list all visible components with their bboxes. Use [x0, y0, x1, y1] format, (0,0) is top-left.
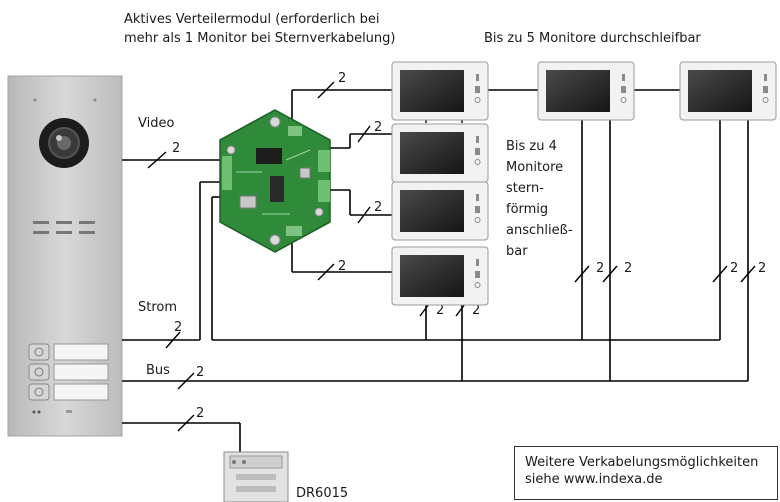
cabling-note-line2: siehe www.indexa.de: [525, 472, 663, 487]
strom-wire-count: 2: [174, 320, 182, 335]
cabling-note-line1: Weitere Verkabelungsmöglichkeiten: [525, 455, 759, 470]
monitors: [391, 61, 777, 306]
call-buttons: [28, 343, 109, 401]
power-supply-label: DR6015: [296, 486, 348, 501]
bus-wire-count: 2: [196, 365, 204, 380]
star-caption-line: bar: [506, 244, 528, 259]
star-caption-line: Bis zu 4: [506, 139, 557, 154]
strom-label: Strom: [138, 300, 177, 315]
monitor2-wire-count: 2: [374, 120, 382, 135]
m6-drop2-wire-count: 2: [758, 261, 766, 276]
monitor-4: [391, 246, 489, 306]
monitor-2: [391, 123, 489, 183]
star-caption: Bis zu 4 Monitore stern- förmig anschlie…: [506, 139, 573, 259]
monitor3-wire-count: 2: [374, 200, 382, 215]
video-label: Video: [138, 116, 174, 131]
speaker-grille: [33, 221, 95, 234]
star-caption-line: Monitore: [506, 160, 563, 175]
module-caption-line1: Aktives Verteilermodul (erforderlich bei: [124, 12, 380, 27]
m6-drop1-wire-count: 2: [730, 261, 738, 276]
m4-drop1-wire-count: 2: [436, 303, 444, 318]
star-caption-line: stern-: [506, 181, 544, 196]
video-wire-count: 2: [172, 141, 180, 156]
monitor4-wire-count: 2: [338, 259, 346, 274]
monitor1-wire-count: 2: [338, 71, 346, 86]
camera-icon: [39, 118, 89, 168]
monitor-1: [391, 61, 489, 121]
m5-drop2-wire-count: 2: [624, 261, 632, 276]
star-caption-line: anschließ-: [506, 223, 573, 238]
m5-drop1-wire-count: 2: [596, 261, 604, 276]
chain-caption: Bis zu 5 Monitore durchschleifbar: [484, 31, 701, 46]
monitor-6: [679, 61, 777, 121]
psu-wire-count: 2: [196, 406, 204, 421]
module-caption-line2: mehr als 1 Monitor bei Sternverkabelung): [124, 31, 395, 46]
monitor-3: [391, 181, 489, 241]
star-caption-line: förmig: [506, 202, 548, 217]
wire-count-labels: 2 2 2 2 2 2 2 2 2 2 2 2 2 2: [172, 71, 766, 421]
door-station-panel: [7, 75, 123, 437]
cabling-note-box: Weitere Verkabelungsmöglichkeiten siehe …: [514, 446, 778, 500]
bus-label: Bus: [146, 363, 170, 378]
monitor-5: [537, 61, 635, 121]
m4-drop2-wire-count: 2: [472, 303, 480, 318]
power-supply: [223, 451, 289, 502]
distribution-module: [219, 109, 331, 253]
